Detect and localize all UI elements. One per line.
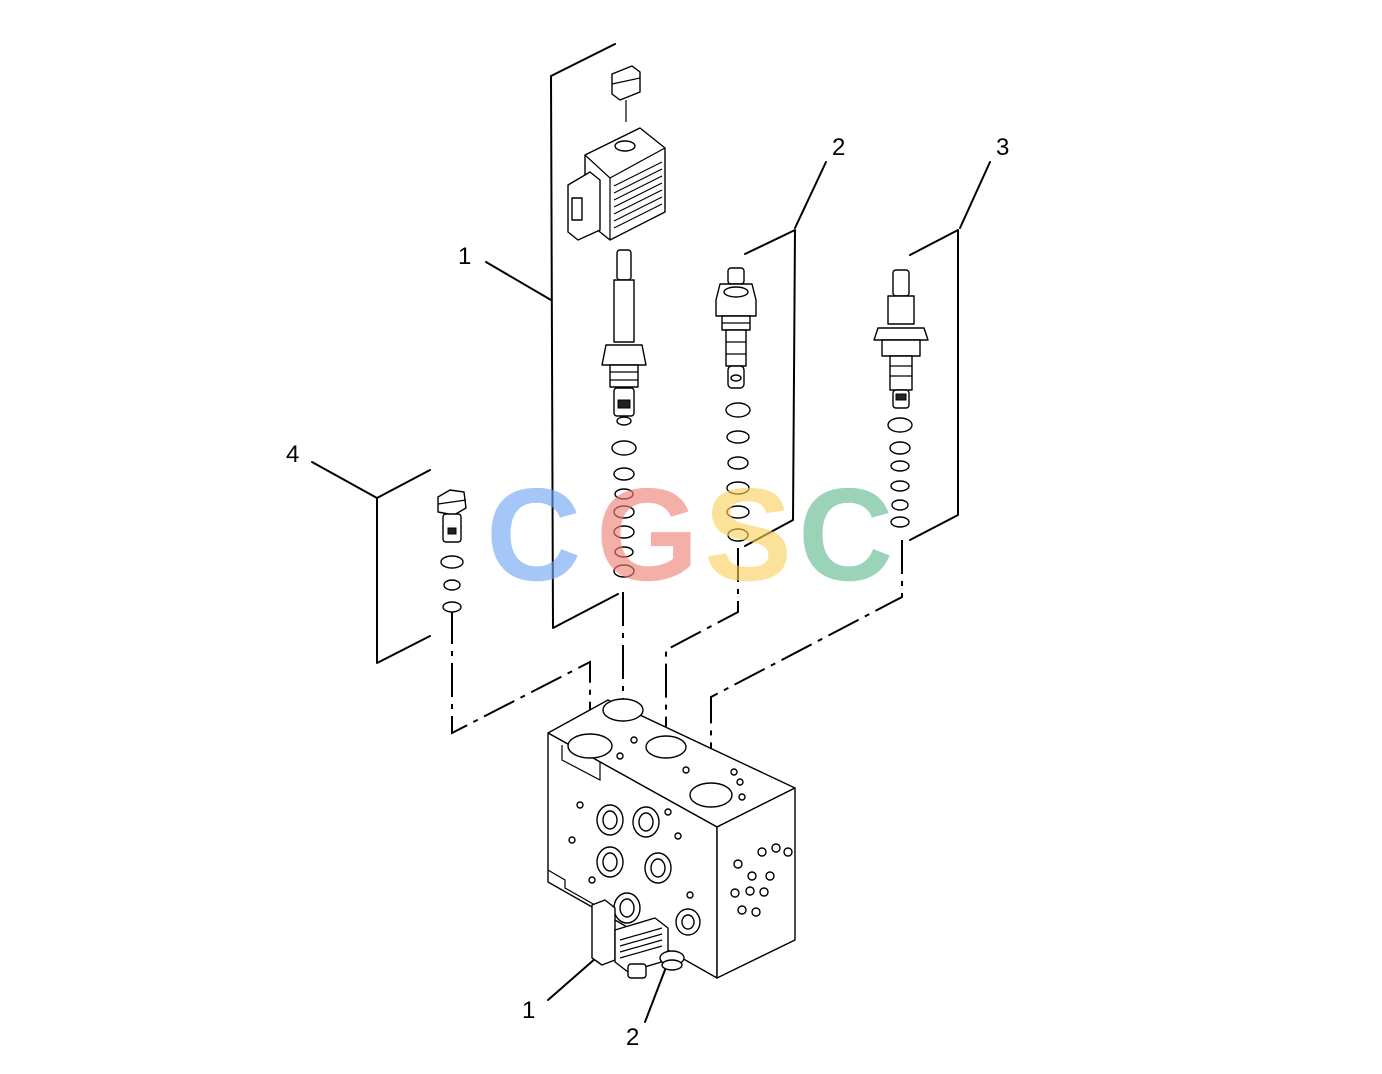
watermark-letter: C [486,461,581,608]
callout-1-top: 1 [458,243,471,270]
watermark-letter: C [798,461,893,608]
callout-3-top: 3 [996,134,1009,161]
callout-labels: 1 2 3 4 1 2 [286,134,1009,1051]
cartridge-valve-3 [873,269,929,409]
center-lines [451,540,903,790]
bracket-lines [311,43,991,1023]
watermark-logo: C G S C [486,461,893,608]
callout-1-bottom: 1 [522,997,535,1024]
cartridge-valve-2 [715,267,757,389]
seal-rings [440,402,913,613]
cartridge-valve-1 [601,249,647,426]
callout-4: 4 [286,441,299,468]
plug-4 [437,489,467,543]
watermark-letter: G [596,461,699,608]
coil-fins [613,161,663,229]
solenoid-coil [567,65,666,241]
callout-2-bottom: 2 [626,1024,639,1051]
watermark-letter: S [704,461,792,608]
valve-block [547,698,796,979]
callout-2-top: 2 [832,134,845,161]
